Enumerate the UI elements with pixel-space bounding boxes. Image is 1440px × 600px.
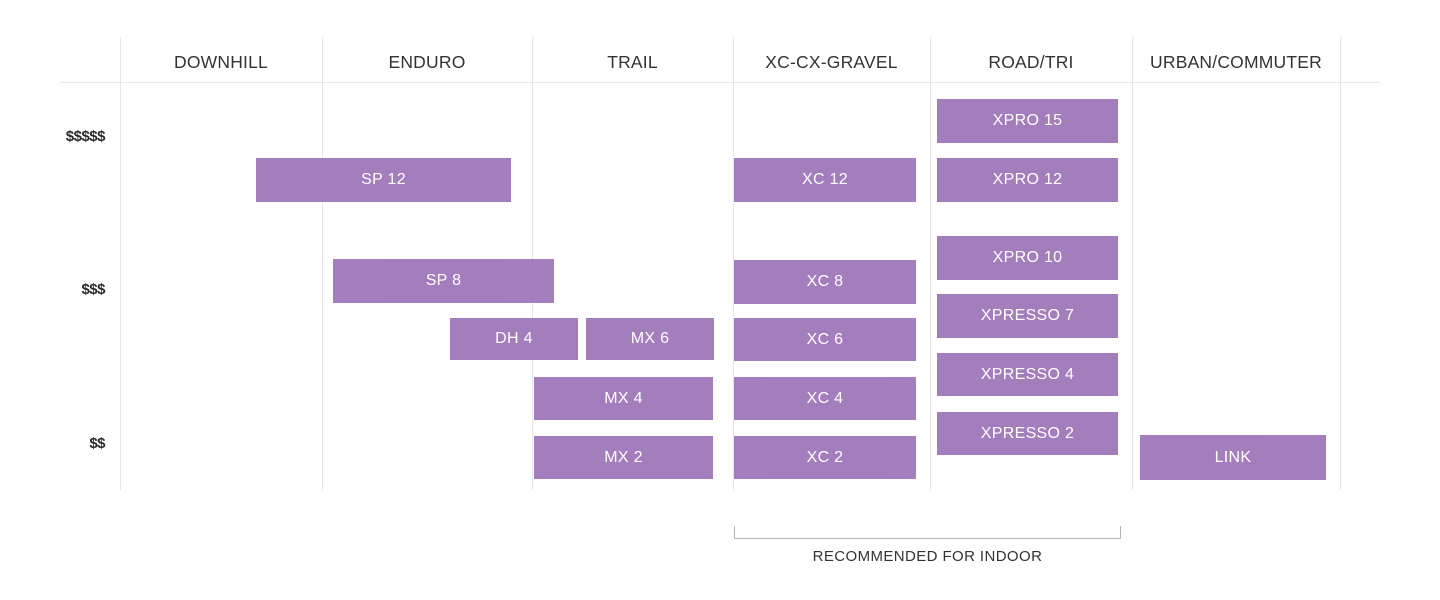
column-gridline-6	[1340, 37, 1341, 490]
product-bar[interactable]: XPRO 12	[937, 158, 1118, 202]
product-bar[interactable]: LINK	[1140, 435, 1326, 480]
product-bar[interactable]: XC 12	[734, 158, 916, 202]
product-bar-label: SP 12	[361, 171, 406, 188]
product-bar-label: MX 2	[604, 448, 643, 466]
product-bar-label: DH 4	[495, 330, 533, 347]
product-bar-label: SP 8	[425, 272, 462, 289]
product-bar-label: XC 6	[806, 330, 844, 348]
column-header-5[interactable]: URBAN/COMMUTER	[1150, 52, 1322, 72]
column-header-0[interactable]: DOWNHILL	[174, 52, 268, 72]
product-bar-label: LINK	[1214, 448, 1252, 466]
product-bar-label: XPRO 15	[992, 112, 1063, 129]
product-bar-label: MX 4	[604, 389, 643, 407]
product-bar[interactable]: XPRO 15	[937, 99, 1118, 143]
product-bar[interactable]: XC 6	[734, 318, 916, 361]
column-gridline-4	[930, 37, 931, 490]
product-bar[interactable]: MX 6	[586, 318, 714, 360]
column-header-4[interactable]: ROAD/TRI	[988, 52, 1074, 72]
product-bar[interactable]: SP 8	[333, 259, 554, 303]
product-bar[interactable]: XC 8	[734, 260, 916, 304]
product-bar[interactable]: XC 2	[734, 436, 916, 479]
price-tier-label-1: $$$	[81, 281, 105, 298]
recommended-for-indoor-caption: RECOMMENDED FOR INDOOR	[812, 548, 1043, 565]
product-bar-label: XPRO 10	[992, 249, 1063, 266]
product-bar-label: XPRESSO 4	[980, 365, 1075, 383]
product-bar-label: XPRO 12	[992, 171, 1063, 188]
product-bar-label: XC 8	[806, 273, 844, 290]
product-bar-label: XC 12	[802, 171, 848, 188]
product-bar[interactable]: DH 4	[450, 318, 578, 360]
column-header-3[interactable]: XC-CX-GRAVEL	[765, 52, 898, 72]
product-bar[interactable]: SP 12	[256, 158, 511, 202]
column-gridline-1	[322, 37, 323, 490]
product-bar-label: XC 2	[806, 448, 844, 466]
column-header-1[interactable]: ENDURO	[388, 52, 466, 72]
recommended-for-indoor-bracket	[734, 526, 1121, 539]
product-bar-label: MX 6	[630, 330, 670, 347]
product-bar[interactable]: MX 2	[534, 436, 713, 479]
product-bar-label: XPRESSO 7	[980, 307, 1075, 324]
product-bar-label: XC 4	[806, 389, 844, 407]
product-bar[interactable]: XC 4	[734, 377, 916, 420]
column-header-2[interactable]: TRAIL	[607, 52, 658, 72]
product-bar[interactable]: XPRO 10	[937, 236, 1118, 280]
price-tier-label-2: $$	[89, 435, 105, 452]
column-gridline-5	[1132, 37, 1133, 490]
product-bar[interactable]: XPRESSO 4	[937, 353, 1118, 396]
price-tier-label-0: $$$$$	[65, 128, 106, 145]
product-bar[interactable]: MX 4	[534, 377, 713, 420]
column-gridline-3	[733, 37, 734, 490]
header-divider-rule	[60, 82, 1380, 83]
product-bar[interactable]: XPRESSO 2	[937, 412, 1118, 455]
column-gridline-0	[120, 37, 121, 490]
product-bar-label: XPRESSO 2	[980, 424, 1075, 442]
product-bar[interactable]: XPRESSO 7	[937, 294, 1118, 338]
